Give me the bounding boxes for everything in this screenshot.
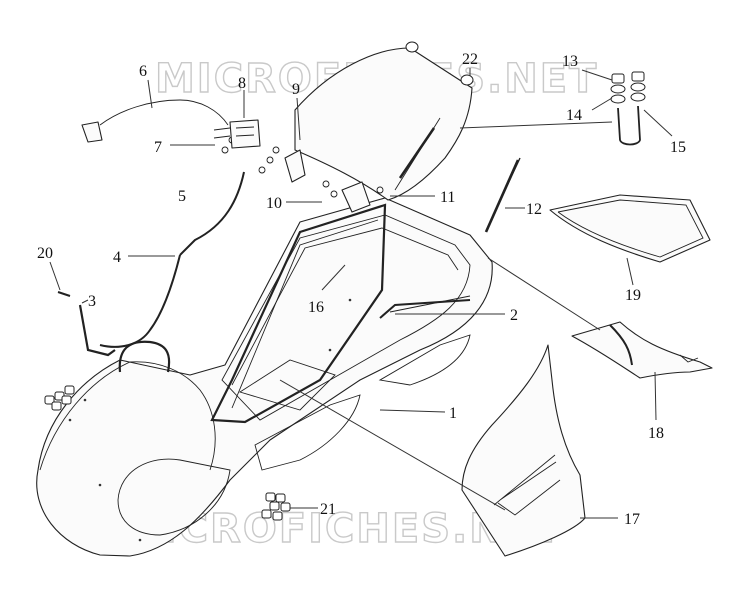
release-cable xyxy=(99,99,229,126)
nuts-washers xyxy=(610,71,646,104)
callout-6: 6 xyxy=(139,63,147,80)
callout-3: 3 xyxy=(88,293,96,310)
callout-8: 8 xyxy=(238,75,246,92)
fastener-set-bottom xyxy=(261,492,291,521)
pin xyxy=(57,291,71,297)
u-bolt xyxy=(617,105,641,146)
callout-22: 22 xyxy=(462,51,478,68)
latch-lock xyxy=(213,119,261,149)
lid-seal-frame xyxy=(549,194,711,263)
cable-bracket xyxy=(81,121,103,143)
flexible-rod xyxy=(179,171,245,256)
hinge-plate xyxy=(341,181,371,213)
callout-10: 10 xyxy=(266,195,282,212)
callout-9: 9 xyxy=(292,81,300,98)
leader-lines xyxy=(49,68,673,519)
fastener-set-left xyxy=(44,385,75,411)
callout-7: 7 xyxy=(154,139,162,156)
callout-19: 19 xyxy=(625,287,641,304)
windscreen-lid xyxy=(294,47,473,201)
callout-13: 13 xyxy=(562,53,578,70)
grab-handle xyxy=(78,304,171,373)
callout-21: 21 xyxy=(320,501,336,518)
bolt-set xyxy=(221,136,384,198)
callout-16: 16 xyxy=(308,299,324,316)
callout-14: 14 xyxy=(566,107,582,124)
lid-knob xyxy=(460,74,474,86)
callout-labels: 1 2 3 4 5 6 7 8 9 10 11 12 13 14 15 16 1… xyxy=(37,51,686,528)
callout-5: 5 xyxy=(178,188,186,205)
callout-17: 17 xyxy=(624,511,640,528)
hinge-plate xyxy=(284,149,306,183)
callout-12: 12 xyxy=(526,201,542,218)
callout-15: 15 xyxy=(670,139,686,156)
seal-strip xyxy=(99,254,181,348)
gas-strut-rod xyxy=(497,157,521,206)
side-trim-strip xyxy=(379,299,471,319)
callout-18: 18 xyxy=(648,425,664,442)
callout-2: 2 xyxy=(510,307,518,324)
cockpit-rim-trim xyxy=(210,203,387,424)
callout-4: 4 xyxy=(113,249,121,266)
callout-1: 1 xyxy=(449,405,457,422)
callout-11: 11 xyxy=(440,189,455,206)
lid-knob xyxy=(405,41,419,53)
callout-20: 20 xyxy=(37,245,53,262)
floor-mat xyxy=(571,321,713,379)
sidecar-body xyxy=(36,197,493,557)
